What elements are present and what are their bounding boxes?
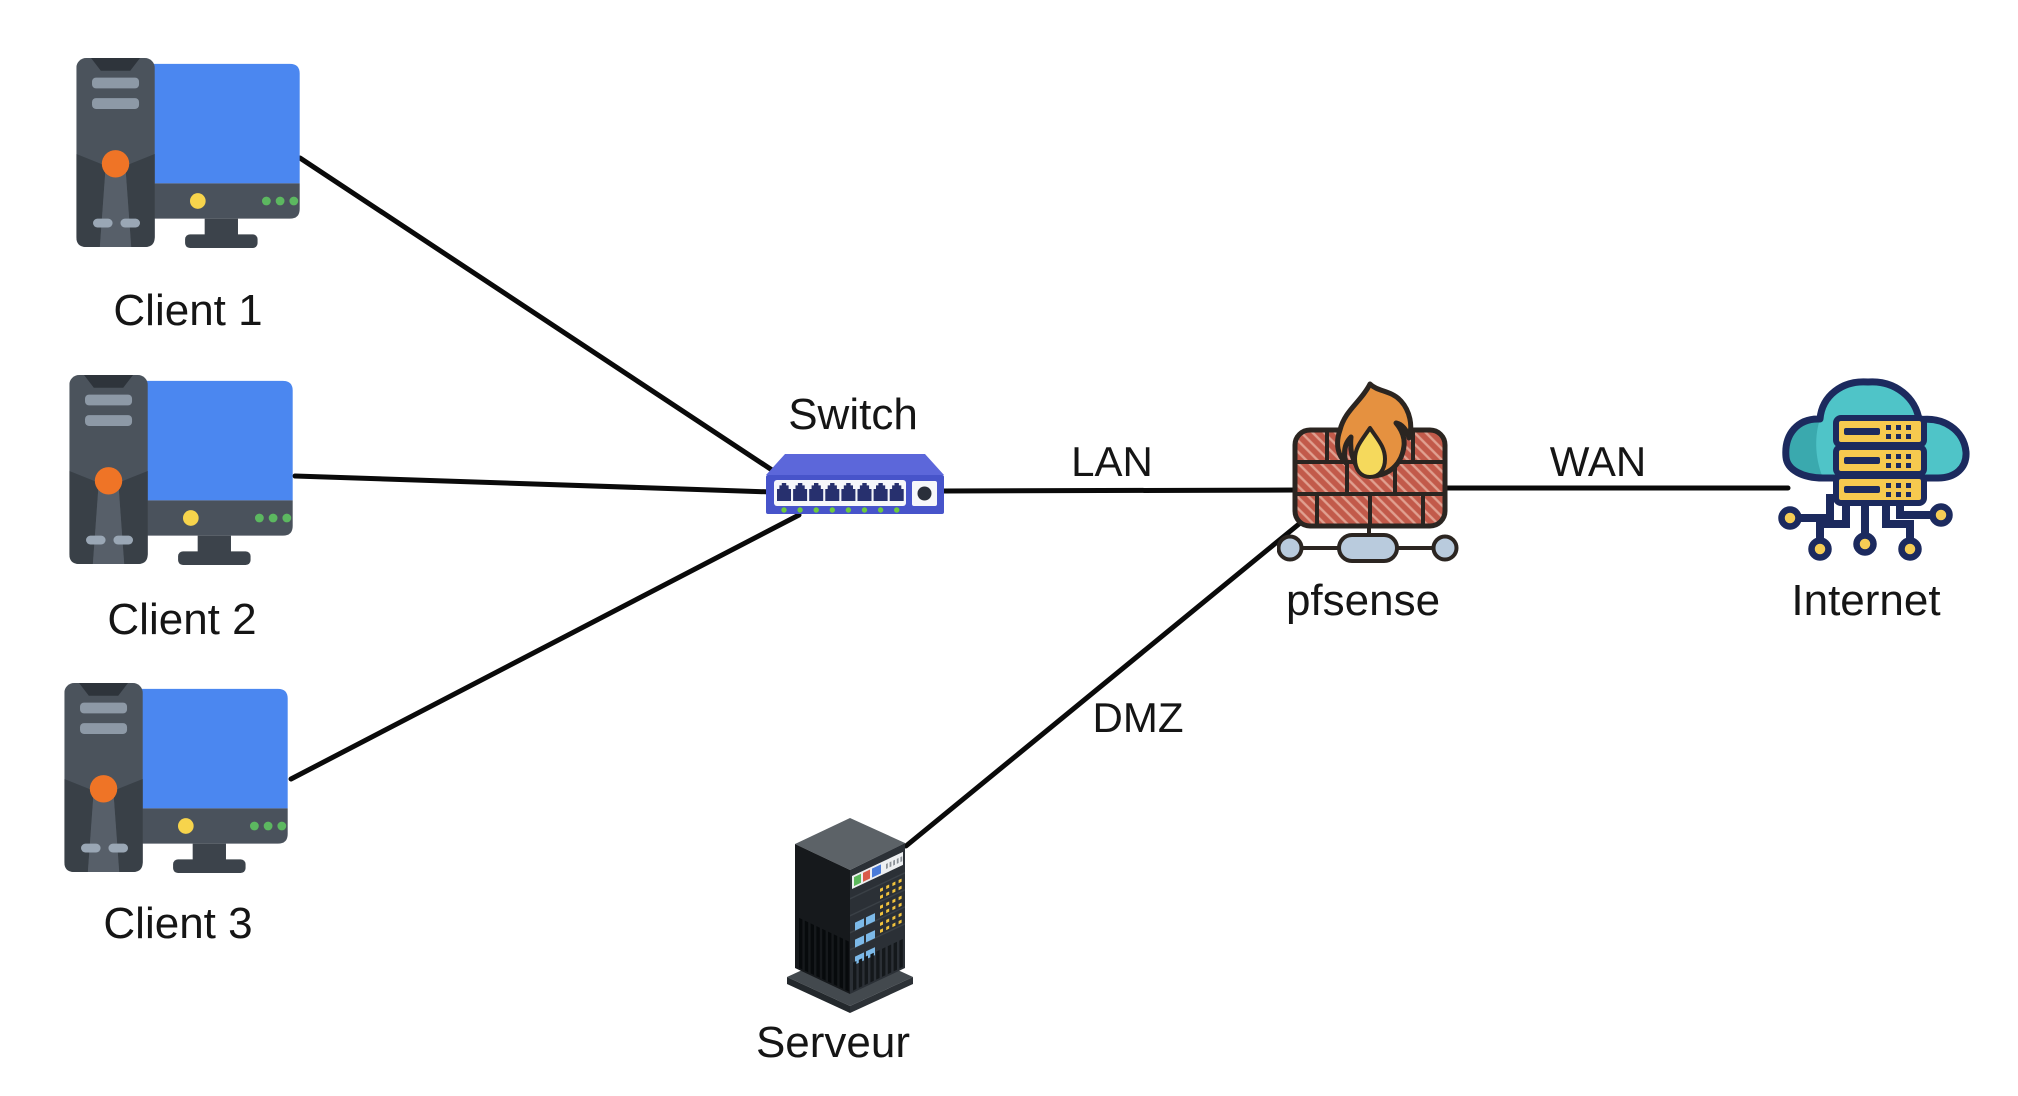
node-label-internet: Internet — [1791, 576, 1941, 625]
node-label-switch: Switch — [788, 390, 918, 439]
node-label-pfsense: pfsense — [1285, 576, 1441, 625]
link-label-wan: WAN — [1549, 438, 1647, 485]
node-label-client2: Client 2 — [107, 595, 257, 644]
desktop-computer-icon — [75, 58, 303, 250]
node-label-client1: Client 1 — [113, 286, 263, 335]
link-client2-switch — [292, 473, 775, 495]
desktop-computer-icon — [68, 375, 296, 567]
link-dmz — [903, 521, 1302, 849]
node-label-serveur: Serveur — [755, 1018, 911, 1067]
link-lan — [941, 487, 1302, 494]
link-client1-switch — [297, 155, 781, 477]
desktop-computer-icon — [63, 683, 291, 875]
network-switch-icon — [762, 454, 948, 516]
firewall-flame-icon — [1277, 380, 1462, 568]
server-tower-icon — [786, 810, 956, 1015]
node-label-client3: Client 3 — [103, 899, 253, 948]
cloud-server-icon — [1778, 372, 1978, 568]
link-client3-switch — [288, 512, 802, 782]
link-label-dmz: DMZ — [1092, 694, 1184, 741]
link-label-lan: LAN — [1071, 438, 1153, 485]
